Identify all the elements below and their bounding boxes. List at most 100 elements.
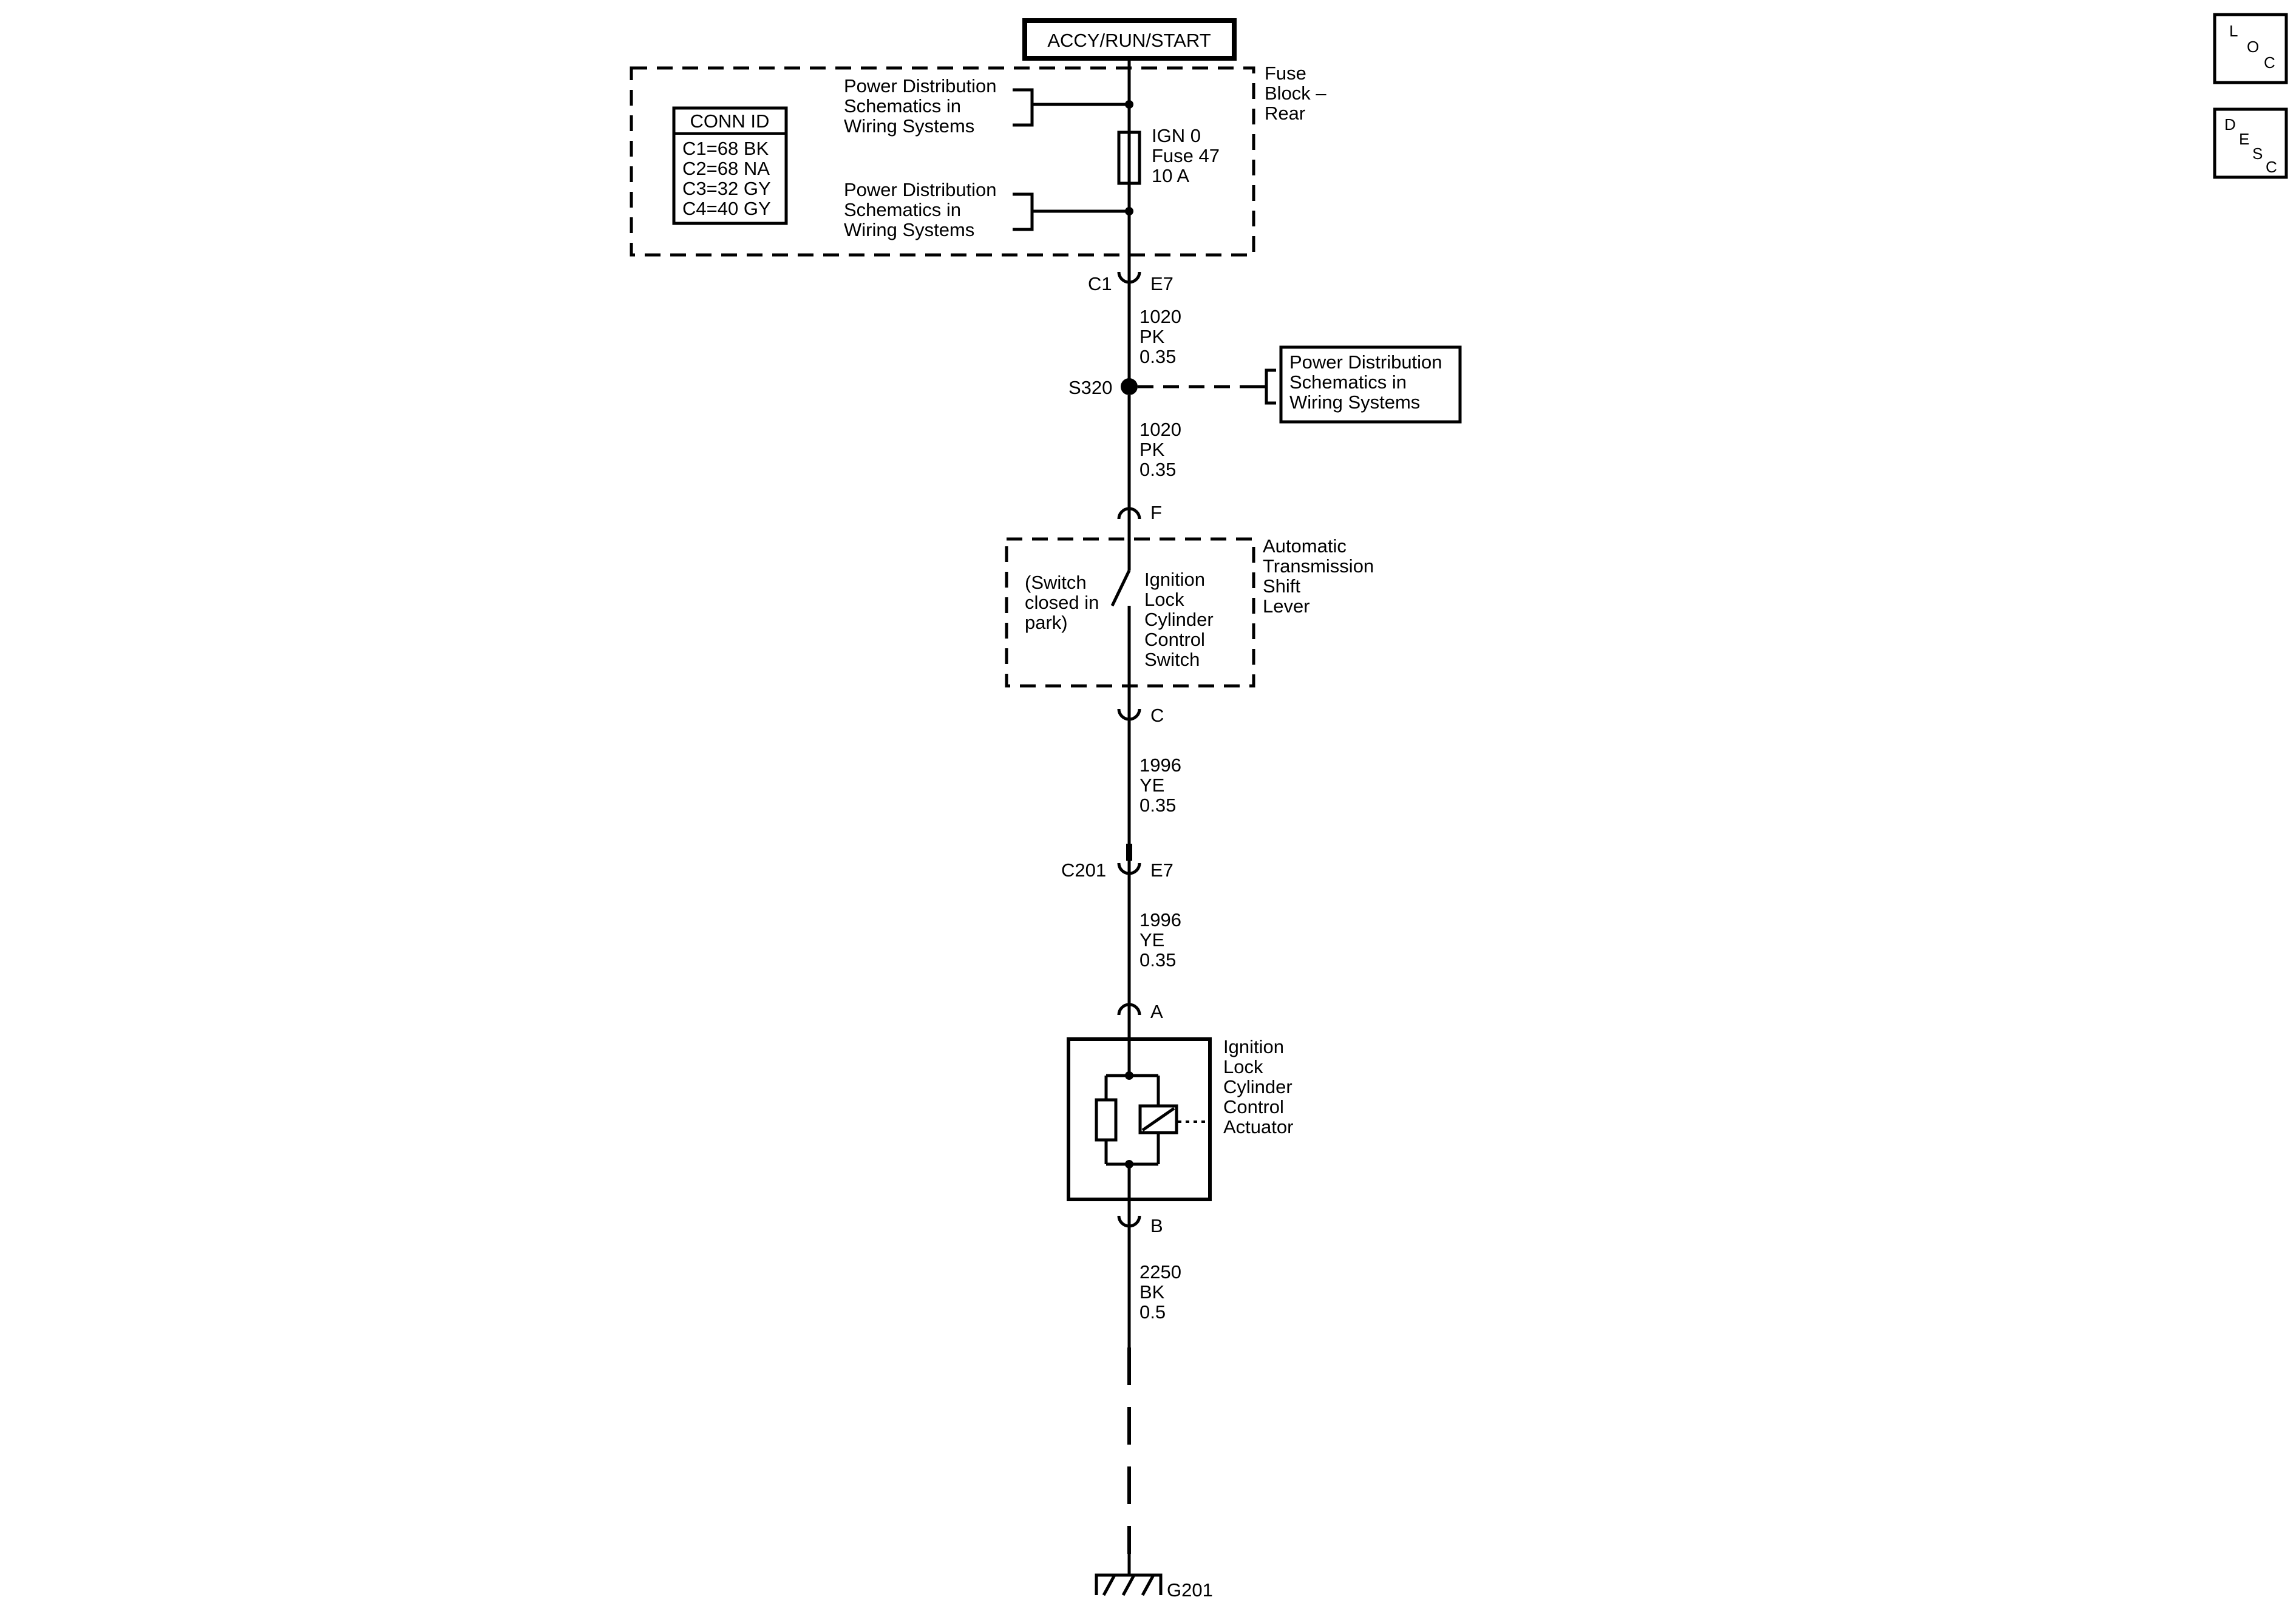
splice-s320	[1121, 378, 1138, 395]
svg-text:0.5: 0.5	[1140, 1301, 1166, 1323]
shift-lever-label: Automatic Transmission Shift Lever	[1263, 535, 1374, 617]
desc-icon[interactable]: D E S C	[2213, 107, 2288, 179]
wire-label-2250: 2250 BK 0.5	[1140, 1261, 1181, 1323]
wire-label-1020-b: 1020 PK 0.35	[1140, 419, 1181, 480]
svg-text:2250: 2250	[1140, 1261, 1181, 1283]
svg-text:C4=40 GY: C4=40 GY	[682, 198, 771, 219]
ignition-lock-switch	[1110, 534, 1131, 704]
svg-text:E7: E7	[1150, 859, 1173, 881]
svg-text:Switch: Switch	[1144, 649, 1200, 670]
wire-label-1996-a: 1996 YE 0.35	[1140, 754, 1181, 816]
ground-symbol: G201	[1095, 1573, 1213, 1601]
svg-text:PK: PK	[1140, 439, 1165, 460]
svg-text:Power Distribution: Power Distribution	[844, 179, 997, 200]
svg-text:closed in: closed in	[1025, 592, 1099, 613]
svg-text:0.35: 0.35	[1140, 795, 1176, 816]
svg-text:C: C	[2266, 158, 2277, 176]
actuator-label: Ignition Lock Cylinder Control Actuator	[1223, 1036, 1293, 1137]
ground-label: G201	[1167, 1579, 1213, 1601]
svg-text:Power Distribution: Power Distribution	[844, 75, 997, 97]
splice-label: S320	[1068, 377, 1112, 398]
svg-text:B: B	[1150, 1215, 1163, 1236]
svg-text:10 A: 10 A	[1152, 165, 1189, 186]
svg-text:Automatic: Automatic	[1263, 535, 1347, 557]
svg-text:O: O	[2247, 38, 2259, 56]
svg-text:Cylinder: Cylinder	[1223, 1076, 1292, 1097]
svg-text:YE: YE	[1140, 775, 1164, 796]
svg-text:0.35: 0.35	[1140, 949, 1176, 971]
loc-icon[interactable]: L O C	[2213, 13, 2288, 84]
svg-text:C1=68 BK: C1=68 BK	[682, 138, 769, 159]
svg-text:1020: 1020	[1140, 419, 1181, 440]
svg-text:1996: 1996	[1140, 754, 1181, 776]
svg-text:Rear: Rear	[1265, 103, 1305, 124]
svg-text:Lock: Lock	[1144, 589, 1184, 610]
power-distribution-ref-top[interactable]: Power Distribution Schematics in Wiring …	[844, 75, 1129, 137]
svg-text:Control: Control	[1144, 629, 1205, 650]
svg-text:YE: YE	[1140, 929, 1164, 951]
switch-note: (Switch closed in park)	[1025, 572, 1099, 633]
svg-text:E: E	[2239, 130, 2249, 148]
fuse-label: IGN 0 Fuse 47 10 A	[1152, 125, 1220, 186]
svg-text:Wiring Systems: Wiring Systems	[844, 219, 974, 240]
svg-text:C2=68 NA: C2=68 NA	[682, 158, 770, 179]
conn-id-table: CONN ID C1=68 BK C2=68 NA C3=32 GY C4=40…	[672, 106, 788, 225]
svg-text:Control: Control	[1223, 1096, 1284, 1117]
svg-text:Lock: Lock	[1223, 1056, 1263, 1077]
svg-text:E7: E7	[1150, 273, 1173, 294]
wire-label-1996-b: 1996 YE 0.35	[1140, 909, 1181, 971]
power-source-label: ACCY/RUN/START	[1022, 18, 1237, 61]
svg-text:Shift: Shift	[1263, 575, 1300, 597]
power-distribution-ref-splice[interactable]: Power Distribution Schematics in Wiring …	[1279, 345, 1462, 424]
svg-text:Transmission: Transmission	[1263, 555, 1374, 577]
svg-text:C: C	[1150, 705, 1164, 726]
svg-text:Schematics in: Schematics in	[844, 199, 961, 220]
svg-text:Cylinder: Cylinder	[1144, 609, 1214, 630]
svg-text:Schematics in: Schematics in	[1289, 371, 1407, 393]
svg-text:Wiring Systems: Wiring Systems	[1289, 392, 1420, 413]
svg-text:C201: C201	[1061, 859, 1106, 881]
svg-text:ACCY/RUN/START: ACCY/RUN/START	[1047, 30, 1211, 51]
connector-c1: C1 E7	[1088, 270, 1173, 294]
actuator-circuit	[1095, 1039, 1210, 1199]
svg-text:Block –: Block –	[1265, 83, 1326, 104]
svg-text:IGN 0: IGN 0	[1152, 125, 1201, 146]
svg-text:Schematics in: Schematics in	[844, 95, 961, 117]
svg-text:(Switch: (Switch	[1025, 572, 1087, 593]
svg-text:C: C	[2264, 53, 2275, 72]
connector-b: B	[1117, 1199, 1163, 1236]
svg-text:S: S	[2252, 144, 2263, 163]
svg-text:1996: 1996	[1140, 909, 1181, 931]
svg-text:CONN ID: CONN ID	[690, 110, 770, 132]
actuator-box	[1067, 1037, 1212, 1201]
svg-text:0.35: 0.35	[1140, 346, 1176, 367]
connector-f: F	[1117, 502, 1162, 534]
svg-text:PK: PK	[1140, 326, 1165, 347]
svg-text:Actuator: Actuator	[1223, 1116, 1293, 1137]
svg-text:Power Distribution: Power Distribution	[1289, 351, 1442, 373]
connector-a: A	[1117, 1001, 1163, 1039]
fuse-block-boundary	[630, 66, 1255, 257]
splice-ref-bracket	[1255, 368, 1276, 405]
svg-text:F: F	[1150, 502, 1162, 523]
connector-c: C	[1117, 698, 1164, 726]
power-distribution-ref-mid[interactable]: Power Distribution Schematics in Wiring …	[844, 179, 1129, 240]
svg-text:L: L	[2229, 22, 2238, 40]
svg-text:C3=32 GY: C3=32 GY	[682, 178, 771, 199]
svg-text:D: D	[2224, 115, 2236, 134]
svg-text:0.35: 0.35	[1140, 459, 1176, 480]
switch-label: Ignition Lock Cylinder Control Switch	[1144, 569, 1214, 670]
svg-text:Wiring Systems: Wiring Systems	[844, 115, 974, 137]
connector-c201: C201 E7	[1061, 844, 1173, 881]
wire-label-1020-a: 1020 PK 0.35	[1140, 306, 1181, 367]
svg-text:Fuse 47: Fuse 47	[1152, 145, 1220, 166]
svg-text:Lever: Lever	[1263, 595, 1310, 617]
svg-text:Ignition: Ignition	[1223, 1036, 1284, 1057]
svg-text:1020: 1020	[1140, 306, 1181, 327]
fuse-block-label: Fuse Block – Rear	[1265, 63, 1326, 124]
svg-text:C1: C1	[1088, 273, 1112, 294]
svg-text:Ignition: Ignition	[1144, 569, 1205, 590]
svg-text:BK: BK	[1140, 1281, 1165, 1303]
svg-text:park): park)	[1025, 612, 1068, 633]
